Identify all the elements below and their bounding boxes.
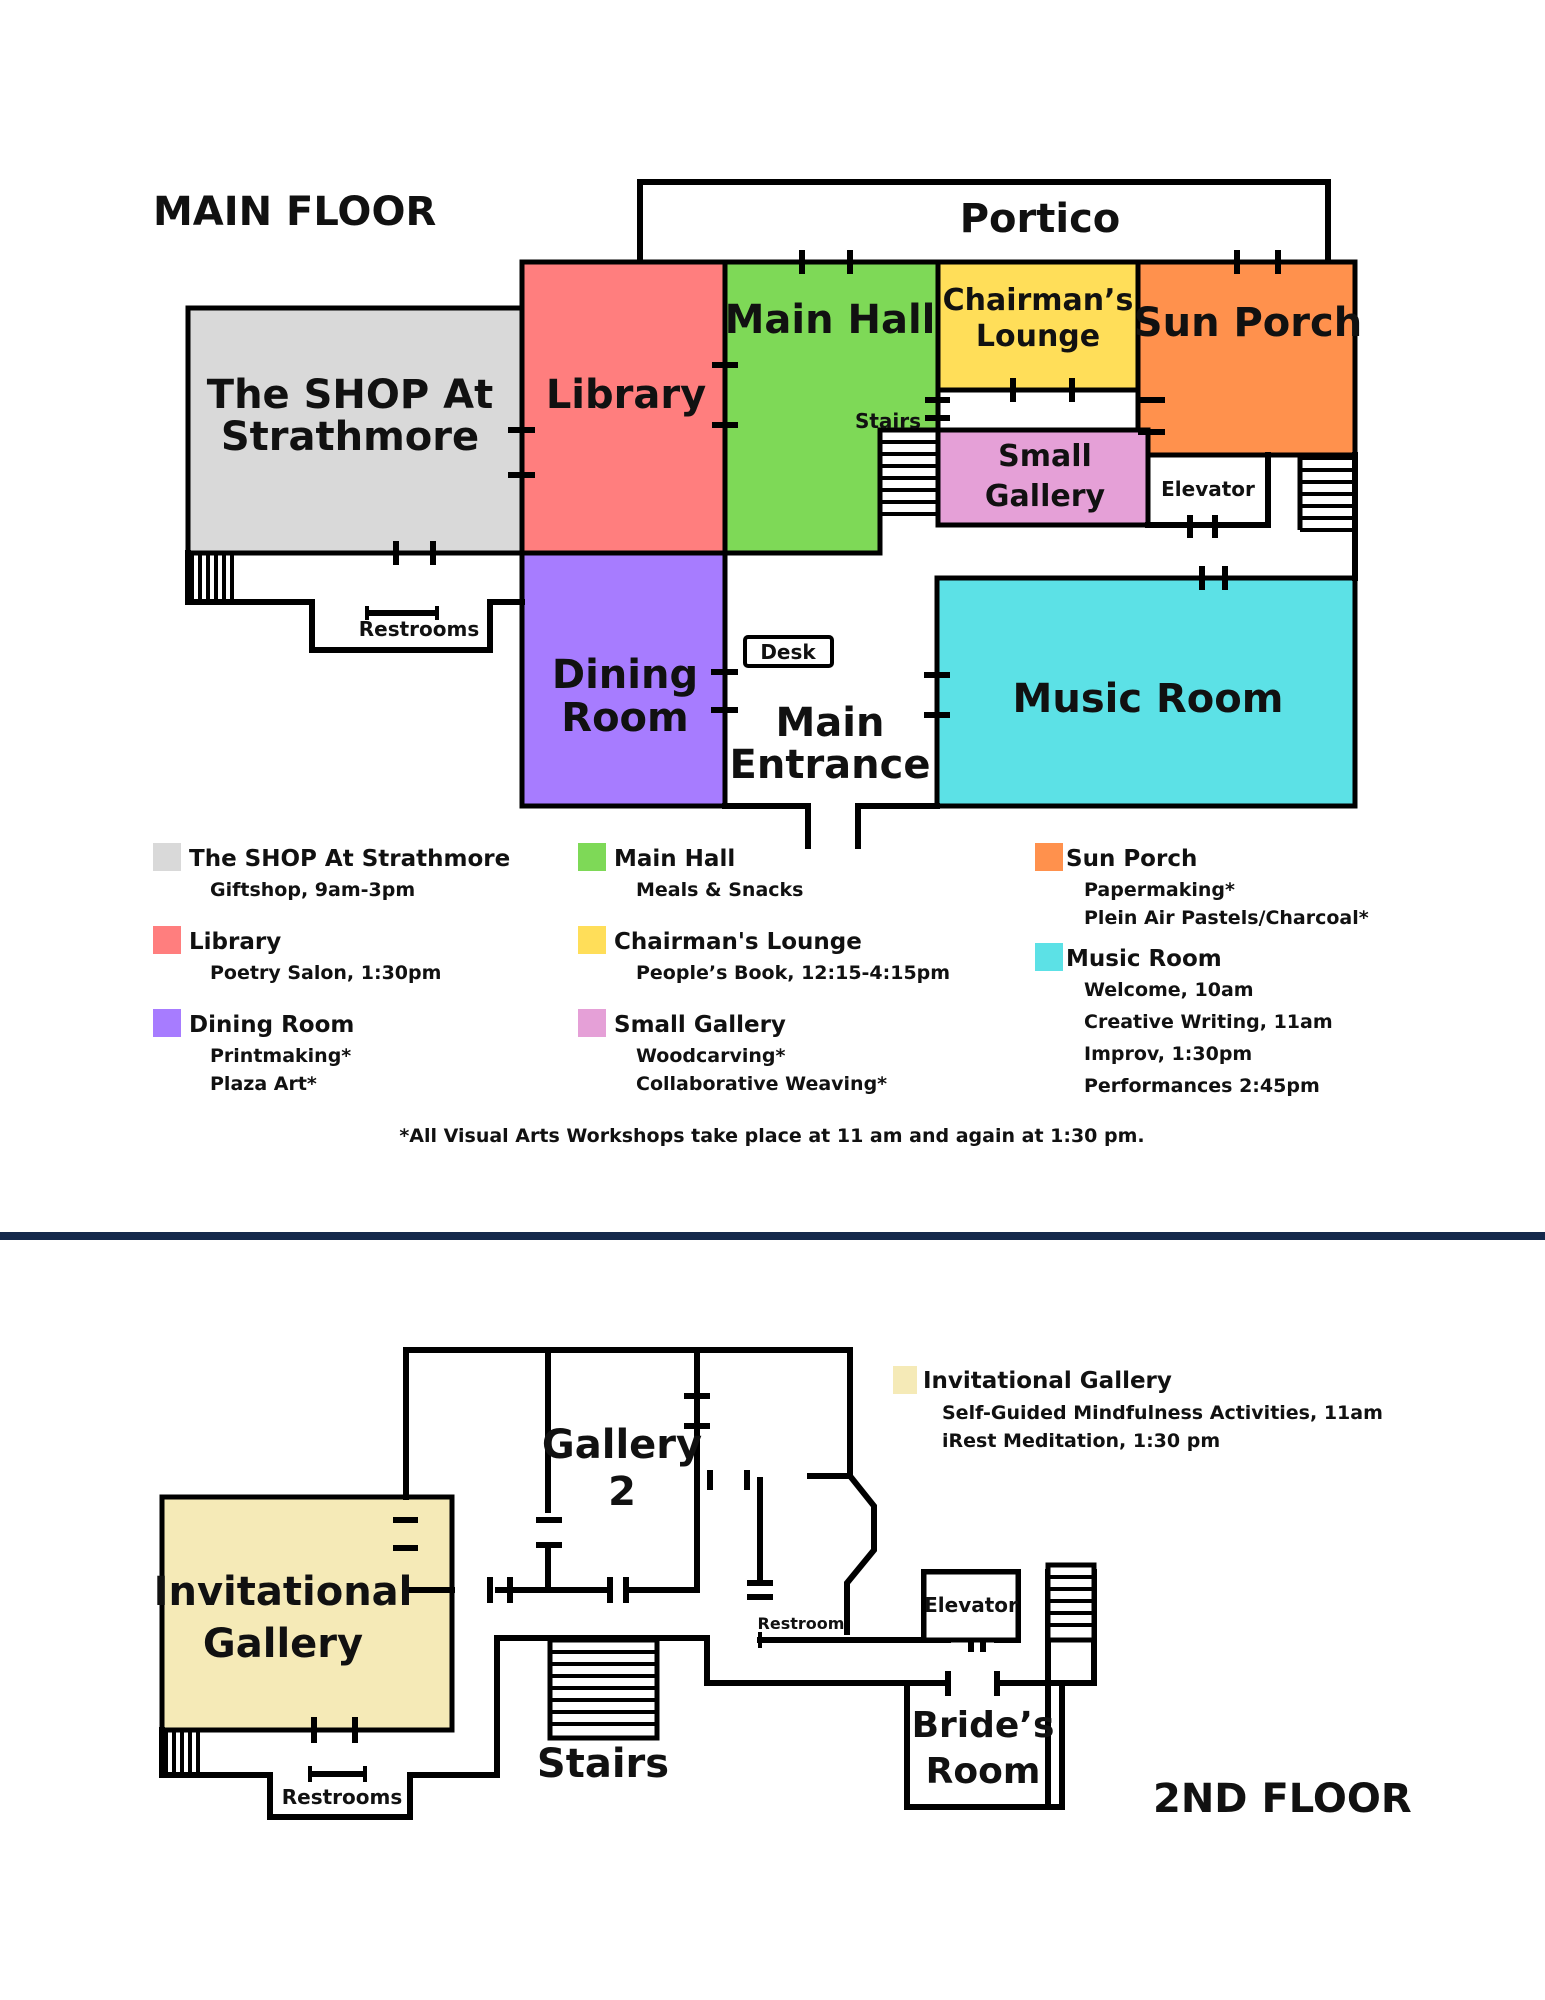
sun-porch-stairs-icon [1297,455,1355,532]
stairs-label: Stairs [855,409,921,433]
legend-swatch-dining [153,1009,181,1037]
dining-label-line1: Dining [552,652,698,698]
legend-line-chairmans-1: People’s Book, 12:15-4:15pm [636,962,950,984]
legend-line-dining-2: Plaza Art* [210,1073,317,1095]
shop-stairs-icon [190,555,234,602]
second-restrooms-label: Restrooms [282,1785,403,1809]
invitational-label-line1: Invitational [154,1569,413,1615]
legend-line-invitational-1: Self-Guided Mindfulness Activities, 11am [942,1402,1383,1424]
second-floor-east-stairs-icon [1045,1562,1097,1643]
legend-line-dining-1: Printmaking* [210,1045,351,1067]
small-gallery-label-line1: Small [998,439,1092,474]
dining-room[interactable] [519,550,728,809]
floor-divider [0,1232,1545,1240]
shop-label-line2: Strathmore [221,414,479,460]
second-floor-legend: Invitational Gallery Self-Guided Mindful… [893,1366,1383,1452]
main-entrance-label-line1: Main [776,700,885,746]
legend-title-chairmans: Chairman's Lounge [614,929,862,955]
second-elevator-label: Elevator [924,1593,1018,1617]
music-room-label: Music Room [1013,676,1284,722]
library-room[interactable] [519,259,728,556]
portico-outline [637,179,1331,265]
main-hall-stairs-icon [877,440,938,525]
main-floor-legend: The SHOP At Strathmore Giftshop, 9am-3pm… [153,843,1369,1097]
legend-line-sun-porch-1: Papermaking* [1084,879,1235,901]
main-floor-title: MAIN FLOOR [153,189,436,235]
entrance-wall-left [722,803,811,849]
legend-line-small-gallery-2: Collaborative Weaving* [636,1073,887,1095]
brides-room-label-line2: Room [926,1751,1041,1792]
legend-line-shop-1: Giftshop, 9am-3pm [210,879,415,901]
legend-swatch-shop [153,843,181,871]
second-floor-main-stairs-icon [547,1637,660,1741]
library-label: Library [546,372,706,418]
legend-swatch-sun-porch [1035,843,1063,871]
visual-arts-footnote: *All Visual Arts Workshops take place at… [399,1125,1144,1147]
legend-line-music-2: Creative Writing, 11am [1084,1011,1333,1033]
invitational-label-line2: Gallery [203,1621,363,1667]
legend-title-music: Music Room [1066,946,1222,972]
small-gallery-room[interactable] [935,427,1151,528]
legend-line-music-4: Performances 2:45pm [1084,1075,1320,1097]
legend-line-small-gallery-1: Woodcarving* [636,1045,785,1067]
invitational-stairs-icon [164,1732,200,1773]
small-gallery-label-line2: Gallery [985,479,1106,514]
main-floor-outer-wall [185,550,525,653]
legend-line-music-3: Improv, 1:30pm [1084,1043,1252,1065]
sun-porch-room[interactable] [1135,259,1358,458]
main-restrooms-label: Restrooms [359,617,480,641]
legend-title-dining: Dining Room [189,1012,354,1038]
dining-label-line2: Room [561,695,688,741]
elevator-label: Elevator [1161,477,1255,501]
brides-room-walls [904,1680,1065,1810]
music-room[interactable] [934,575,1358,809]
legend-line-sun-porch-2: Plein Air Pastels/Charcoal* [1084,907,1369,929]
second-restroom-label: Restroom [758,1614,845,1633]
chairmans-label-line1: Chairman’s [943,283,1134,318]
shop-label-line1: The SHOP At [207,372,493,418]
sun-porch-label: Sun Porch [1134,300,1362,346]
legend-swatch-music [1035,943,1063,971]
chairmans-lounge-room[interactable] [935,259,1141,393]
legend-swatch-invitational [893,1366,917,1394]
second-stairs-label: Stairs [537,1741,669,1787]
legend-title-main-hall: Main Hall [614,846,735,872]
legend-line-music-1: Welcome, 10am [1084,979,1254,1001]
second-elevator-box [921,1569,1021,1643]
gallery2-label-line2: 2 [608,1469,636,1515]
legend-title-invitational: Invitational Gallery [923,1368,1172,1394]
legend-swatch-main-hall [578,843,606,871]
second-floor-title: 2ND FLOOR [1153,1776,1412,1822]
desk-box [743,635,834,668]
portico-label: Portico [960,196,1121,242]
legend-title-small-gallery: Small Gallery [614,1012,786,1038]
brides-room-label-line1: Bride’s [912,1705,1055,1746]
legend-swatch-chairmans [578,926,606,954]
gallery2-label-line1: Gallery [542,1422,702,1468]
main-hall-label: Main Hall [725,297,936,343]
main-entrance-label-line2: Entrance [730,742,931,788]
chairmans-label-line2: Lounge [976,319,1100,354]
legend-title-library: Library [189,929,281,955]
legend-swatch-library [153,926,181,954]
main-floor-doors [393,250,1281,718]
legend-title-shop: The SHOP At Strathmore [189,846,510,872]
entrance-wall-right [855,803,940,849]
legend-line-invitational-2: iRest Meditation, 1:30 pm [942,1430,1220,1452]
legend-swatch-small-gallery [578,1009,606,1037]
desk-label: Desk [760,640,816,664]
invitational-gallery-room[interactable] [159,1494,455,1733]
legend-title-sun-porch: Sun Porch [1066,846,1197,872]
legend-line-main-hall-1: Meals & Snacks [636,879,803,901]
legend-line-library-1: Poetry Salon, 1:30pm [210,962,441,984]
